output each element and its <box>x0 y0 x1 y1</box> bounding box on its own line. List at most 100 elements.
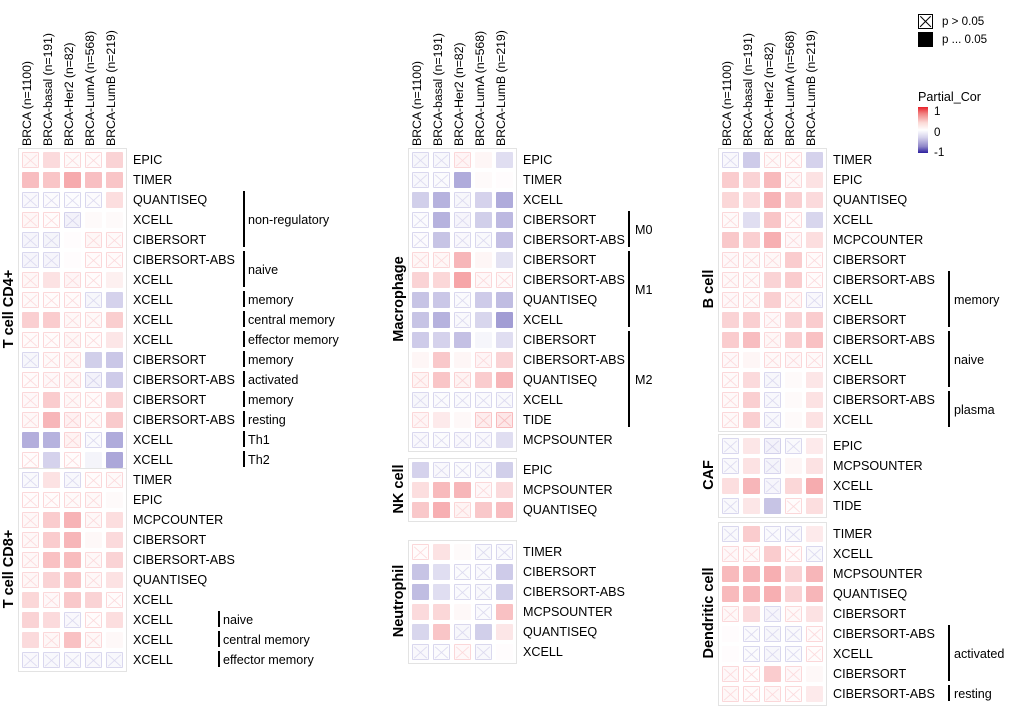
heatmap-cell[interactable] <box>473 290 494 310</box>
heatmap-cell[interactable] <box>104 450 125 470</box>
heatmap-cell[interactable] <box>20 550 41 570</box>
heatmap-cell[interactable] <box>41 390 62 410</box>
heatmap-cell[interactable] <box>20 370 41 390</box>
heatmap-cell[interactable] <box>762 584 783 604</box>
heatmap-cell[interactable] <box>62 630 83 650</box>
heatmap-cell[interactable] <box>452 500 473 520</box>
heatmap-cell[interactable] <box>41 550 62 570</box>
heatmap-cell[interactable] <box>62 230 83 250</box>
heatmap-cell[interactable] <box>762 410 783 430</box>
heatmap-cell[interactable] <box>62 430 83 450</box>
heatmap-cell[interactable] <box>41 530 62 550</box>
heatmap-cell[interactable] <box>494 582 515 602</box>
heatmap-cell[interactable] <box>494 642 515 662</box>
heatmap-cell[interactable] <box>104 210 125 230</box>
heatmap-cell[interactable] <box>410 270 431 290</box>
heatmap-cell[interactable] <box>762 456 783 476</box>
heatmap-cell[interactable] <box>431 330 452 350</box>
heatmap-cell[interactable] <box>62 270 83 290</box>
heatmap-cell[interactable] <box>804 544 825 564</box>
heatmap-cell[interactable] <box>741 436 762 456</box>
heatmap-cell[interactable] <box>431 150 452 170</box>
heatmap-cell[interactable] <box>104 590 125 610</box>
heatmap-cell[interactable] <box>720 330 741 350</box>
heatmap-cell[interactable] <box>473 480 494 500</box>
heatmap-cell[interactable] <box>83 330 104 350</box>
heatmap-cell[interactable] <box>494 190 515 210</box>
heatmap-cell[interactable] <box>452 542 473 562</box>
heatmap-cell[interactable] <box>83 410 104 430</box>
heatmap-cell[interactable] <box>41 250 62 270</box>
heatmap-cell[interactable] <box>62 650 83 670</box>
heatmap-cell[interactable] <box>104 470 125 490</box>
heatmap-cell[interactable] <box>452 642 473 662</box>
heatmap-cell[interactable] <box>62 330 83 350</box>
heatmap-cell[interactable] <box>41 350 62 370</box>
heatmap-cell[interactable] <box>473 150 494 170</box>
heatmap-cell[interactable] <box>762 476 783 496</box>
heatmap-cell[interactable] <box>741 290 762 310</box>
heatmap-cell[interactable] <box>720 456 741 476</box>
heatmap-cell[interactable] <box>431 170 452 190</box>
heatmap-cell[interactable] <box>431 230 452 250</box>
heatmap-cell[interactable] <box>452 290 473 310</box>
heatmap-cell[interactable] <box>741 190 762 210</box>
heatmap-cell[interactable] <box>62 490 83 510</box>
heatmap-cell[interactable] <box>410 430 431 450</box>
heatmap-cell[interactable] <box>410 250 431 270</box>
heatmap-cell[interactable] <box>762 350 783 370</box>
heatmap-cell[interactable] <box>104 570 125 590</box>
heatmap-cell[interactable] <box>762 210 783 230</box>
heatmap-cell[interactable] <box>410 150 431 170</box>
heatmap-cell[interactable] <box>783 524 804 544</box>
heatmap-cell[interactable] <box>41 230 62 250</box>
heatmap-cell[interactable] <box>804 624 825 644</box>
heatmap-cell[interactable] <box>452 410 473 430</box>
heatmap-cell[interactable] <box>20 610 41 630</box>
heatmap-cell[interactable] <box>410 500 431 520</box>
heatmap-cell[interactable] <box>452 350 473 370</box>
heatmap-cell[interactable] <box>741 210 762 230</box>
heatmap-cell[interactable] <box>62 150 83 170</box>
heatmap-cell[interactable] <box>783 330 804 350</box>
heatmap-cell[interactable] <box>720 230 741 250</box>
heatmap-cell[interactable] <box>762 270 783 290</box>
heatmap-cell[interactable] <box>431 350 452 370</box>
heatmap-cell[interactable] <box>494 410 515 430</box>
heatmap-cell[interactable] <box>431 250 452 270</box>
heatmap-cell[interactable] <box>410 330 431 350</box>
heatmap-cell[interactable] <box>41 370 62 390</box>
heatmap-cell[interactable] <box>62 550 83 570</box>
heatmap-cell[interactable] <box>494 480 515 500</box>
heatmap-cell[interactable] <box>804 456 825 476</box>
heatmap-cell[interactable] <box>720 270 741 290</box>
heatmap-cell[interactable] <box>762 684 783 704</box>
heatmap-cell[interactable] <box>804 150 825 170</box>
heatmap-cell[interactable] <box>410 190 431 210</box>
heatmap-cell[interactable] <box>720 170 741 190</box>
heatmap-cell[interactable] <box>783 624 804 644</box>
heatmap-cell[interactable] <box>83 570 104 590</box>
heatmap-cell[interactable] <box>741 684 762 704</box>
heatmap-cell[interactable] <box>783 544 804 564</box>
heatmap-cell[interactable] <box>452 430 473 450</box>
heatmap-cell[interactable] <box>410 290 431 310</box>
heatmap-cell[interactable] <box>741 330 762 350</box>
heatmap-cell[interactable] <box>20 230 41 250</box>
heatmap-cell[interactable] <box>41 630 62 650</box>
heatmap-cell[interactable] <box>741 584 762 604</box>
heatmap-cell[interactable] <box>83 630 104 650</box>
heatmap-cell[interactable] <box>62 530 83 550</box>
heatmap-cell[interactable] <box>494 270 515 290</box>
heatmap-cell[interactable] <box>473 170 494 190</box>
heatmap-cell[interactable] <box>804 664 825 684</box>
heatmap-cell[interactable] <box>473 622 494 642</box>
heatmap-cell[interactable] <box>62 170 83 190</box>
heatmap-cell[interactable] <box>494 230 515 250</box>
heatmap-cell[interactable] <box>41 150 62 170</box>
heatmap-cell[interactable] <box>410 310 431 330</box>
heatmap-cell[interactable] <box>741 564 762 584</box>
heatmap-cell[interactable] <box>762 604 783 624</box>
heatmap-cell[interactable] <box>804 170 825 190</box>
heatmap-cell[interactable] <box>104 610 125 630</box>
